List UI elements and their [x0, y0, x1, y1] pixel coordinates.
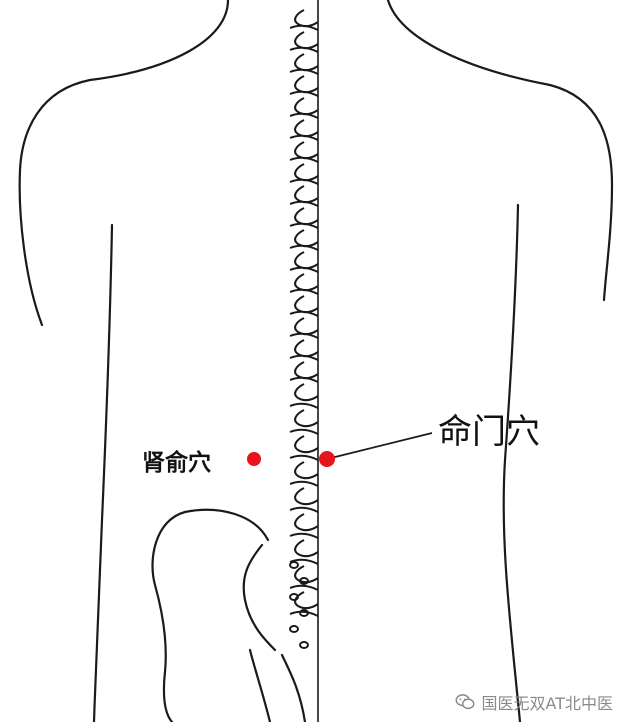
vertebra	[289, 9, 319, 31]
vertebra	[289, 163, 319, 185]
wechat-logo-icon	[455, 694, 474, 710]
vertebra	[289, 207, 319, 229]
torso-right-side	[502, 203, 522, 722]
vertebra	[289, 75, 319, 97]
spine-vertebrae	[289, 9, 319, 649]
vertebra	[289, 53, 319, 75]
watermark-text: 国医无双AT北中医	[481, 694, 613, 713]
sacral-foramen	[299, 641, 309, 649]
vertebra	[289, 295, 319, 317]
vertebra	[289, 539, 319, 565]
vertebra	[289, 513, 319, 539]
vertebra	[289, 461, 319, 487]
torso-left-outline	[18, 0, 230, 327]
hip-bone-inner	[242, 543, 277, 652]
vertebra	[289, 361, 319, 383]
torso-left-side	[92, 223, 114, 722]
vertebra	[289, 141, 319, 163]
watermark: 国医无双AT北中医	[454, 690, 613, 714]
vertebra	[289, 591, 319, 617]
vertebra	[289, 383, 319, 409]
vertebra	[289, 185, 319, 207]
shenshu-point-label: 肾俞穴	[142, 449, 211, 476]
vertebra	[289, 339, 319, 361]
vertebra	[289, 317, 319, 339]
vertebra	[289, 229, 319, 251]
vertebra	[289, 31, 319, 53]
sacral-foramen	[289, 625, 299, 633]
mingmen-point-label: 命门穴	[438, 412, 540, 452]
hip-bone-outline	[151, 508, 270, 722]
mingmen-leader-line	[326, 432, 433, 460]
vertebra	[289, 119, 319, 141]
sacral-foramen	[289, 561, 299, 569]
vertebra	[289, 251, 319, 273]
vertebra	[289, 565, 319, 591]
hip-bone-lower	[248, 648, 307, 722]
vertebra	[289, 409, 319, 435]
shenshu-point-dot	[247, 452, 261, 466]
vertebra	[289, 273, 319, 295]
sacral-foramen	[299, 577, 309, 585]
torso-right-outline	[386, 0, 614, 302]
sacral-foramen	[289, 593, 299, 601]
vertebra	[289, 435, 319, 461]
mingmen-point-dot	[319, 451, 335, 467]
vertebra	[289, 487, 319, 513]
sacral-foramen	[299, 609, 309, 617]
vertebra	[289, 97, 319, 119]
